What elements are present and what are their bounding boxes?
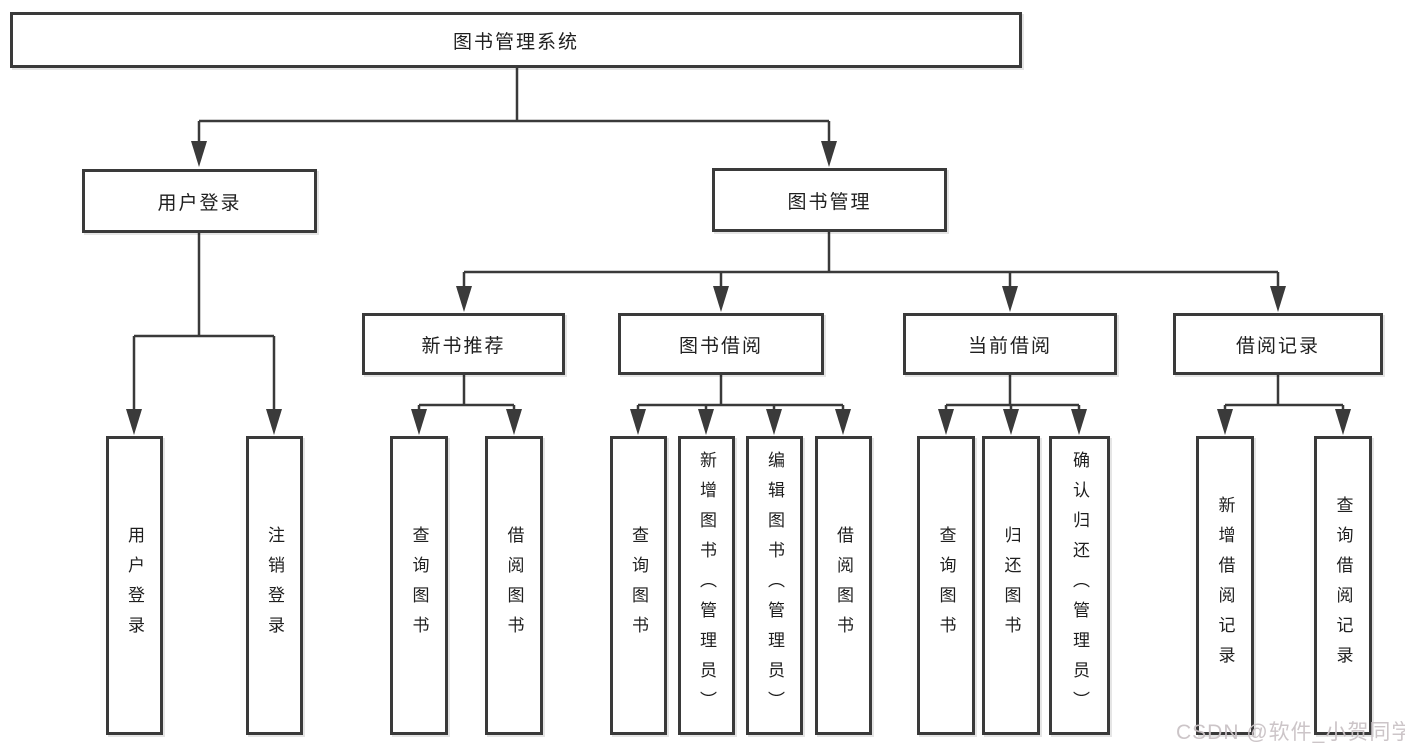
connector-root-to-level2 xyxy=(197,68,831,146)
arrow-down-icon xyxy=(456,286,472,312)
arrow-down-icon xyxy=(126,409,142,435)
arrow-down-icon xyxy=(766,409,782,435)
leaf-add-borrow-record: 新增借阅记录 xyxy=(1196,436,1254,735)
leaf-edit-books-admin: 编辑图书（管理员） xyxy=(746,436,803,735)
leaf-logout: 注销登录 xyxy=(246,436,303,735)
leaf-borrow-books: 借阅图书 xyxy=(485,436,543,735)
leaf-confirm-return-admin: 确认归还（管理员） xyxy=(1049,436,1110,735)
connector-userlogin-to-children xyxy=(132,233,276,412)
leaf-query-borrow-record: 查询借阅记录 xyxy=(1314,436,1372,735)
arrow-down-icon xyxy=(266,409,282,435)
arrow-down-icon xyxy=(698,409,714,435)
node-new-book-recommendation: 新书推荐 xyxy=(362,313,565,375)
arrow-down-icon xyxy=(713,286,729,312)
arrow-down-icon xyxy=(1270,286,1286,312)
leaf-borrow-books: 借阅图书 xyxy=(815,436,872,735)
csdn-watermark: CSDN @软件_小贺同学 xyxy=(1176,721,1405,744)
leaf-query-books: 查询图书 xyxy=(917,436,975,735)
arrow-down-icon xyxy=(821,141,837,167)
arrow-down-icon xyxy=(938,409,954,435)
arrow-down-icon xyxy=(1071,409,1087,435)
arrow-down-icon xyxy=(1003,409,1019,435)
leaf-return-books: 归还图书 xyxy=(982,436,1040,735)
node-user-login: 用户登录 xyxy=(82,169,317,233)
leaf-user-login: 用户登录 xyxy=(106,436,163,735)
arrow-down-icon xyxy=(506,409,522,435)
arrow-down-icon xyxy=(411,409,427,435)
node-current-borrowing: 当前借阅 xyxy=(903,313,1117,375)
leaf-add-books-admin: 新增图书（管理员） xyxy=(678,436,735,735)
connector-newbookrec-to-children xyxy=(417,375,516,412)
leaf-query-books: 查询图书 xyxy=(610,436,667,735)
arrow-down-icon xyxy=(835,409,851,435)
leaf-query-books: 查询图书 xyxy=(390,436,448,735)
connector-currentborrow-to-children xyxy=(944,375,1081,412)
connector-bookborrow-to-children xyxy=(636,375,845,412)
connector-borrowrecords-to-children xyxy=(1223,375,1345,412)
arrow-down-icon xyxy=(1335,409,1351,435)
connector-bookmgmt-to-level3 xyxy=(462,232,1280,290)
arrowheads xyxy=(126,141,1351,435)
node-root-library-management-system: 图书管理系统 xyxy=(10,12,1022,68)
node-book-borrowing: 图书借阅 xyxy=(618,313,824,375)
node-book-management: 图书管理 xyxy=(712,168,947,232)
node-borrowing-records: 借阅记录 xyxy=(1173,313,1383,375)
arrow-down-icon xyxy=(1002,286,1018,312)
arrow-down-icon xyxy=(1217,409,1233,435)
arrow-down-icon xyxy=(630,409,646,435)
arrow-down-icon xyxy=(191,141,207,167)
